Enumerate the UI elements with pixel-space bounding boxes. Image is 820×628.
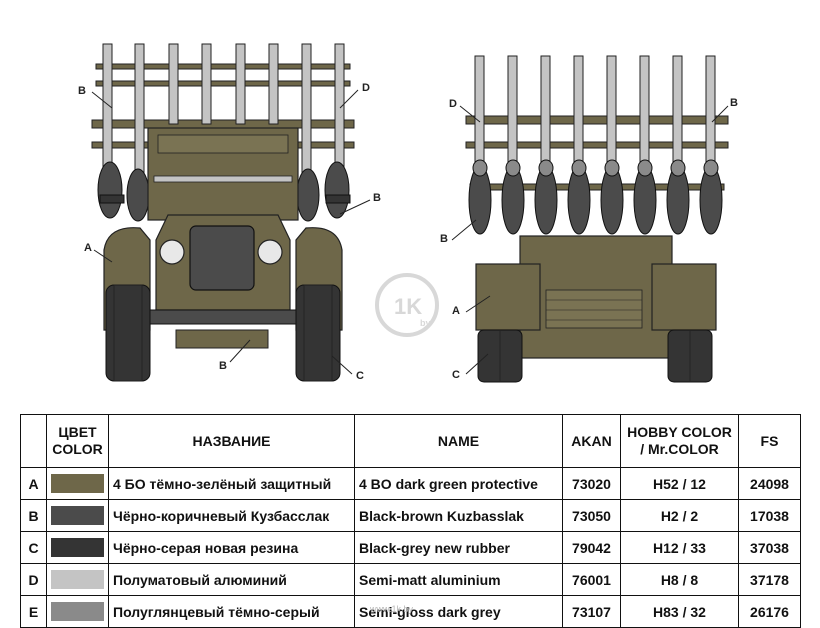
- callout-label: B: [219, 360, 227, 372]
- table-row: C Чёрно-серая новая резина Black-grey ne…: [20, 531, 801, 564]
- callout-label: C: [452, 369, 460, 381]
- rear-view: D B B A C: [440, 55, 738, 383]
- akan-code: 73020: [562, 467, 621, 500]
- radiator-grille: [189, 225, 255, 291]
- color-name-ru: Чёрно-коричневый Кузбасслак: [108, 499, 355, 532]
- color-swatch: [51, 538, 104, 557]
- row-letter: B: [20, 499, 47, 532]
- color-swatch: [51, 506, 104, 525]
- table-row: A 4 БО тёмно-зелёный защитный 4 BO dark …: [20, 467, 801, 500]
- header-name-en: NAME: [354, 414, 563, 468]
- fs-code: 24098: [738, 467, 801, 500]
- color-name-en: Black-grey new rubber: [354, 531, 563, 564]
- color-swatch: [51, 602, 104, 621]
- color-swatch-cell: [46, 499, 109, 532]
- color-name-ru: Полуматовый алюминий: [108, 563, 355, 596]
- color-swatch-cell: [46, 467, 109, 500]
- color-swatch-cell: [46, 563, 109, 596]
- callout-label: A: [84, 242, 92, 254]
- header-letter: [20, 414, 47, 468]
- color-swatch: [51, 570, 104, 589]
- callout-label: B: [440, 233, 448, 245]
- watermark-logo-text: 1K: [394, 294, 422, 319]
- color-swatch-cell: [46, 531, 109, 564]
- header-akan: AKAN: [562, 414, 621, 468]
- watermark-logo: 1K by: [375, 273, 439, 337]
- callout-label: B: [78, 85, 86, 97]
- akan-code: 79042: [562, 531, 621, 564]
- front-left-tire: [105, 284, 151, 382]
- fs-code: 17038: [738, 499, 801, 532]
- watermark-logo-subtext: by: [420, 318, 431, 328]
- row-letter: C: [20, 531, 47, 564]
- color-name-ru: Чёрно-серая новая резина: [108, 531, 355, 564]
- akan-code: 76001: [562, 563, 621, 596]
- header-hobby-line2: / Mr.COLOR: [640, 441, 719, 457]
- row-letter: A: [20, 467, 47, 500]
- akan-code: 73050: [562, 499, 621, 532]
- header-color-ru: ЦВЕТ: [58, 424, 97, 440]
- color-name-ru: Полуглянцевый тёмно-серый: [108, 595, 355, 628]
- akan-code: 73107: [562, 595, 621, 628]
- callout-label: C: [356, 370, 364, 382]
- rear-rocket-rails: [474, 55, 716, 177]
- row-letter: D: [20, 563, 47, 596]
- vehicle-paint-scheme-drawing: B D B A B C: [78, 43, 738, 383]
- table-header-row: ЦВЕТ COLOR НАЗВАНИЕ NAME AKAN HOBBY COLO…: [20, 414, 801, 468]
- hobby-color-code: H83 / 32: [620, 595, 739, 628]
- header-color: ЦВЕТ COLOR: [46, 414, 109, 468]
- color-name-ru: 4 БО тёмно-зелёный защитный: [108, 467, 355, 500]
- header-hobby-color: HOBBY COLOR / Mr.COLOR: [620, 414, 739, 468]
- front-view: B D B A B C: [78, 43, 381, 382]
- paint-color-table: ЦВЕТ COLOR НАЗВАНИЕ NAME AKAN HOBBY COLO…: [20, 414, 801, 628]
- color-name-en: Black-brown Kuzbasslak: [354, 499, 563, 532]
- hobby-color-code: H52 / 12: [620, 467, 739, 500]
- front-right-tire: [295, 284, 341, 382]
- color-swatch-cell: [46, 595, 109, 628]
- watermark-footer: www.1k.by: [370, 604, 414, 614]
- front-bumper: [139, 309, 307, 325]
- headlight-left: [159, 239, 185, 265]
- color-name-en: Semi-matt aluminium: [354, 563, 563, 596]
- color-swatch: [51, 474, 104, 493]
- header-fs: FS: [738, 414, 801, 468]
- headlight-right: [257, 239, 283, 265]
- header-hobby-line1: HOBBY COLOR: [627, 424, 732, 440]
- hobby-color-code: H2 / 2: [620, 499, 739, 532]
- fs-code: 37178: [738, 563, 801, 596]
- callout-label: B: [730, 97, 738, 109]
- table-row: B Чёрно-коричневый Кузбасслак Black-brow…: [20, 499, 801, 532]
- header-name-ru: НАЗВАНИЕ: [108, 414, 355, 468]
- color-name-en: 4 BO dark green protective: [354, 467, 563, 500]
- row-letter: E: [20, 595, 47, 628]
- rear-rocket-tails: [468, 165, 723, 235]
- callout-label: B: [373, 192, 381, 204]
- header-color-en: COLOR: [52, 441, 103, 457]
- fs-code: 26176: [738, 595, 801, 628]
- hobby-color-code: H8 / 8: [620, 563, 739, 596]
- front-rocket-rails: [102, 43, 345, 195]
- table-row: D Полуматовый алюминий Semi-matt alumini…: [20, 563, 801, 596]
- callout-label: A: [452, 305, 460, 317]
- fs-code: 37038: [738, 531, 801, 564]
- callout-label: D: [362, 82, 370, 94]
- hobby-color-code: H12 / 33: [620, 531, 739, 564]
- callout-label: D: [449, 98, 457, 110]
